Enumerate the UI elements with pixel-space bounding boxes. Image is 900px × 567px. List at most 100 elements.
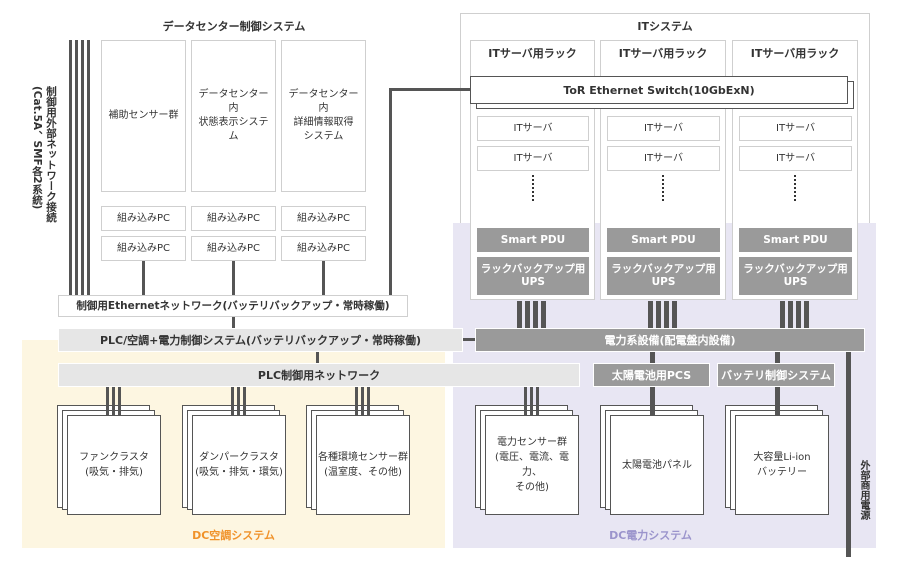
power-device-stack[interactable]: 大容量Li-ion バッテリー — [725, 405, 829, 515]
connector-line — [846, 352, 851, 557]
it-server[interactable]: ITサーバ — [607, 116, 720, 141]
connector-line — [112, 387, 115, 415]
connector-line — [237, 387, 240, 415]
connector-line — [650, 352, 655, 363]
control-panel[interactable]: データセンター内 詳細情報取得 システム — [281, 40, 366, 192]
control-ethernet-bar[interactable]: 制御用Ethernetネットワーク(バッテリバックアップ・常時稼働) — [58, 295, 408, 317]
tor-switch-label: ToR Ethernet Switch(10GbExN) — [563, 83, 755, 97]
connector-line — [231, 387, 234, 415]
embedded-pc[interactable]: 組み込みPC — [101, 206, 186, 231]
stacked-card: 大容量Li-ion バッテリー — [735, 415, 829, 515]
ac-device-label: 各種環境センサー群 (温室度、その他) — [318, 452, 408, 478]
smart-pdu[interactable]: Smart PDU — [606, 227, 721, 253]
connector-line — [775, 352, 780, 363]
solar-pcs[interactable]: 太陽電池用PCS — [593, 363, 710, 387]
power-device-label: 太陽電池パネル — [622, 459, 692, 471]
connector-line — [517, 301, 522, 328]
control-panel-label: データセンター内 状態表示システム — [198, 89, 269, 142]
it-server[interactable]: ITサーバ — [607, 146, 720, 171]
plc-network-bar[interactable]: PLC制御用ネットワーク — [58, 363, 580, 387]
connector-line — [656, 301, 661, 328]
embedded-pc[interactable]: 組み込みPC — [101, 236, 186, 261]
stacked-card: 各種環境センサー群 (温室度、その他) — [316, 415, 410, 515]
stacked-card: 電力センサー群 (電圧、電流、電力、 その他) — [485, 415, 579, 515]
embedded-pc[interactable]: 組み込みPC — [191, 236, 276, 261]
power-equipment-bar[interactable]: 電力系設備(配電盤内設備) — [475, 328, 865, 352]
control-system-title: データセンター制御システム — [162, 20, 306, 33]
power-device-stack[interactable]: 電力センサー群 (電圧、電流、電力、 その他) — [475, 405, 579, 515]
connector-line — [536, 387, 539, 415]
embedded-pc[interactable]: 組み込みPC — [281, 236, 366, 261]
connector-line — [69, 40, 72, 295]
connector-line — [106, 387, 109, 415]
connector-line — [775, 387, 780, 415]
stacked-card: 太陽電池パネル — [610, 415, 704, 515]
connector-line — [355, 387, 358, 415]
smart-pdu[interactable]: Smart PDU — [738, 227, 853, 253]
rack-title: ITサーバ用ラック — [618, 47, 708, 60]
connector-line — [361, 387, 364, 415]
power-device-label: 大容量Li-ion バッテリー — [753, 452, 811, 478]
stacked-card: ダンパークラスタ (吸気・排気・環気) — [192, 415, 286, 515]
connector-line — [796, 301, 801, 328]
connector-line — [524, 387, 527, 415]
connector-line — [232, 261, 235, 295]
dc-power-system-label: DC電力システム — [609, 529, 692, 542]
ac-device-stack[interactable]: ファンクラスタ (吸気・排気) — [57, 405, 161, 515]
rack-title: ITサーバ用ラック — [750, 47, 840, 60]
connector-line — [243, 387, 246, 415]
connector-line — [788, 301, 793, 328]
connector-line — [367, 387, 370, 415]
tor-switch[interactable]: ToR Ethernet Switch(10GbExN) — [470, 76, 848, 104]
connector-line — [389, 88, 471, 91]
it-server[interactable]: ITサーバ — [739, 146, 852, 171]
it-server[interactable]: ITサーバ — [477, 116, 589, 141]
connector-line — [232, 317, 235, 328]
control-ethernet-label: 制御用Ethernetネットワーク(バッテリバックアップ・常時稼働) — [76, 300, 390, 312]
ac-device-stack[interactable]: 各種環境センサー群 (温室度、その他) — [306, 405, 410, 515]
plc-system-bar[interactable]: PLC/空調+電力制御システム(バッテリバックアップ・常時稼働) — [58, 328, 463, 352]
control-panel-label: 補助センサー群 — [108, 110, 179, 121]
ellipsis-icon — [794, 175, 796, 201]
rack-ups[interactable]: ラックバックアップ用 UPS — [476, 256, 590, 296]
connector-line — [322, 261, 325, 295]
power-device-stack[interactable]: 太陽電池パネル — [600, 405, 704, 515]
connector-line — [672, 301, 677, 328]
external-network-label: 制御用外部ネットワーク接続 (Cat.5A、SMF各2系統) — [31, 86, 57, 223]
connector-line — [530, 387, 533, 415]
ellipsis-icon — [662, 175, 664, 201]
connector-line — [87, 40, 90, 295]
control-panel[interactable]: データセンター内 状態表示システム — [191, 40, 276, 192]
it-server[interactable]: ITサーバ — [477, 146, 589, 171]
rack-ups[interactable]: ラックバックアップ用 UPS — [738, 256, 853, 296]
connector-line — [81, 40, 84, 295]
ac-device-label: ダンパークラスタ (吸気・排気・環気) — [195, 452, 283, 478]
connector-line — [75, 40, 78, 295]
embedded-pc[interactable]: 組み込みPC — [191, 206, 276, 231]
control-panel-label: データセンター内 詳細情報取得 システム — [288, 89, 359, 142]
smart-pdu[interactable]: Smart PDU — [476, 227, 590, 253]
battery-control[interactable]: バッテリ制御システム — [717, 363, 835, 387]
control-panel[interactable]: 補助センサー群 — [101, 40, 186, 192]
ellipsis-icon — [532, 175, 534, 201]
rack-ups[interactable]: ラックバックアップ用 UPS — [606, 256, 721, 296]
ac-device-stack[interactable]: ダンパークラスタ (吸気・排気・環気) — [182, 405, 286, 515]
embedded-pc[interactable]: 組み込みPC — [281, 206, 366, 231]
connector-line — [664, 301, 669, 328]
connector-line — [316, 352, 319, 364]
connector-line — [533, 301, 538, 328]
connector-line — [142, 261, 145, 295]
rack-title: ITサーバ用ラック — [488, 47, 577, 60]
power-device-label: 電力センサー群 (電圧、電流、電力、 その他) — [495, 437, 569, 493]
it-server[interactable]: ITサーバ — [739, 116, 852, 141]
connector-line — [780, 301, 785, 328]
dc-ac-system-label: DC空調システム — [192, 529, 275, 542]
connector-line — [389, 88, 392, 295]
connector-line — [541, 301, 546, 328]
connector-line — [525, 301, 530, 328]
connector-line — [118, 387, 121, 415]
connector-line — [463, 338, 475, 341]
it-system-frame — [460, 13, 870, 223]
it-system-title: ITシステム — [637, 20, 693, 33]
external-power-label: 外部商用電源 — [858, 460, 869, 520]
